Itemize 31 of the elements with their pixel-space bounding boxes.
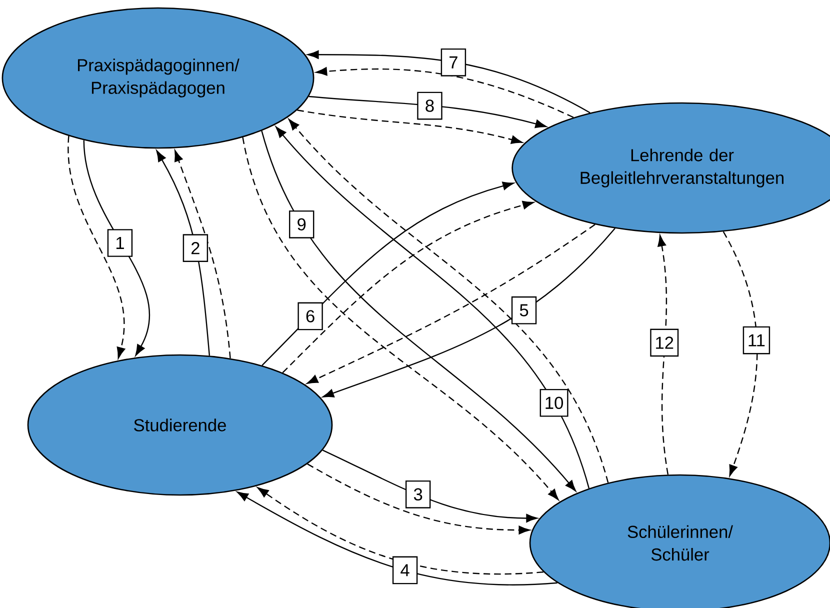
edge-label: 1: [107, 229, 133, 257]
edge-label: 10: [540, 388, 568, 417]
arrow: [316, 67, 574, 118]
arrow: [307, 463, 530, 534]
ellipse-node: Schülerinnen/ Schüler: [529, 474, 830, 608]
ellipse-node: Studierende: [27, 354, 333, 496]
arrow: [307, 50, 590, 114]
edge-label: 4: [392, 556, 418, 584]
arrow: [322, 228, 616, 398]
edge-label: 7: [440, 48, 466, 76]
arrow: [174, 150, 231, 358]
edge-label: 6: [298, 302, 323, 330]
edge-label: 3: [405, 480, 431, 508]
edge-label: 2: [182, 234, 208, 262]
edge-label: 5: [511, 296, 537, 324]
arrow: [722, 231, 758, 476]
edge-label: 12: [650, 328, 679, 357]
arrow: [658, 235, 669, 475]
arrow: [297, 110, 522, 144]
edge-label: 8: [417, 92, 442, 120]
arrow: [262, 182, 514, 366]
arrow: [68, 136, 126, 359]
ellipse-node: Lehrende der Begleitlehrveranstaltungen: [512, 102, 830, 234]
arrow: [236, 492, 558, 586]
edge-label: 9: [289, 210, 314, 238]
arrow: [308, 96, 547, 128]
arrow: [257, 487, 544, 574]
edge-label: 11: [742, 326, 770, 354]
arrow: [282, 200, 534, 374]
ellipse-node: Praxispädagoginnen/ Praxispädagogen: [2, 7, 314, 149]
arrow: [306, 224, 596, 384]
